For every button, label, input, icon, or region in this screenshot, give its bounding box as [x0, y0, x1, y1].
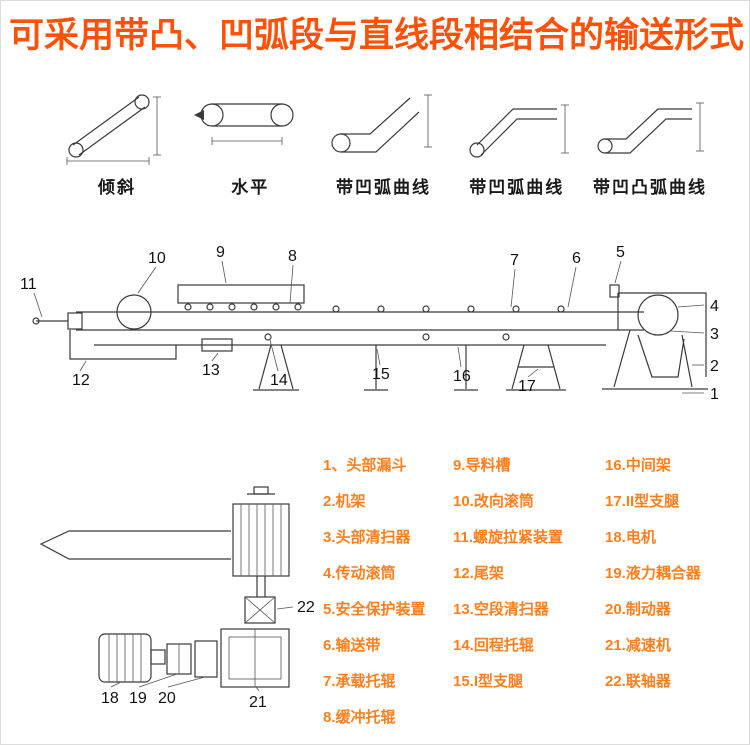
inclined-conveyor-diagram [66, 94, 161, 165]
legend-column-3: 16.中间架 17.II型支腿 18.电机 19.液力耦合器 20.制动器 21… [605, 448, 735, 736]
belt-lines [39, 530, 231, 560]
callout-10: 10 [148, 250, 166, 267]
config-concave-arc-1: 带凹弧曲线 [323, 83, 445, 198]
callout-12: 12 [72, 372, 90, 389]
parts-legend: 1、头部漏斗 2.机架 3.头部清扫器 4.传动滚筒 5.安全保护装置 6.输送… [323, 448, 735, 736]
motor-shaft [150, 649, 166, 665]
head-section [602, 284, 708, 390]
callout-leaders [33, 260, 705, 394]
config-concave-convex-arc: 带凹凸弧曲线 [589, 83, 711, 198]
page-title: 可采用带凸、凹弧段与直线段相结合的输送形式 [9, 16, 745, 55]
safety-device [609, 284, 620, 298]
legend-item-6: 6.输送带 [323, 637, 381, 654]
drive-unit-diagram: 18 19 20 21 22 [21, 479, 331, 729]
callout-15: 15 [372, 366, 390, 383]
concave-arc-diagram-2 [469, 104, 569, 158]
head-pulley [232, 486, 290, 597]
callout-7: 7 [510, 252, 519, 269]
legend-item-18: 18.电机 [605, 529, 656, 546]
legend-item-3: 3.头部清扫器 [323, 529, 411, 546]
callout-11: 11 [20, 276, 37, 293]
screw-take-up [32, 317, 40, 325]
legend-item-13: 13.空段清扫器 [453, 601, 549, 618]
legend-item-5: 5.安全保护装置 [323, 601, 426, 618]
config-inclined: 倾斜 [56, 83, 178, 198]
legend-item-22: 22.联轴器 [605, 673, 671, 690]
legend-column-1: 1、头部漏斗 2.机架 3.头部清扫器 4.传动滚筒 5.安全保护装置 6.输送… [323, 448, 453, 736]
bend-pulley [116, 294, 152, 330]
legend-item-20: 20.制动器 [605, 601, 671, 618]
motor-assembly [98, 628, 290, 688]
legend-item-9: 9.导料槽 [453, 457, 511, 474]
concave-convex-arc-diagram [597, 102, 704, 154]
conveyor-belt [76, 311, 644, 346]
legend-item-17: 17.II型支腿 [605, 493, 680, 510]
legend-item-11: 11.螺旋拉紧装置 [453, 529, 564, 546]
callout-9: 9 [216, 244, 225, 261]
loading-chute [177, 284, 305, 311]
legend-item-21: 21.减速机 [605, 637, 671, 654]
callout-13: 13 [202, 362, 220, 379]
legend-item-7: 7.承载托辊 [323, 673, 396, 690]
legend-item-16: 16.中间架 [605, 457, 671, 474]
support-legs [253, 344, 566, 391]
legend-column-2: 9.导料槽 10.改向滚筒 11.螺旋拉紧装置 12.尾架 13.空段清扫器 1… [453, 448, 605, 736]
callout-19: 19 [129, 690, 147, 707]
callout-21: 21 [249, 694, 267, 711]
legend-item-4: 4.传动滚筒 [323, 565, 396, 582]
legend-item-15: 15.I型支腿 [453, 673, 524, 690]
main-conveyor-svg: 10 9 8 7 6 5 11 12 13 14 15 16 17 4 3 2 … [20, 244, 719, 403]
legend-item-19: 19.液力耦合器 [605, 565, 701, 582]
callout-6: 6 [572, 250, 581, 267]
drive-pulley [637, 294, 679, 336]
callout-labels: 10 9 8 7 6 5 11 12 13 14 15 16 17 4 3 2 … [20, 244, 719, 403]
drive-callout-labels: 18 19 20 21 22 [101, 599, 315, 711]
tail-frame [69, 330, 177, 360]
horizontal-conveyor-diagram [194, 103, 294, 145]
callout-3: 3 [710, 326, 719, 343]
legend-item-10: 10.改向滚筒 [453, 493, 534, 510]
drive-unit-svg: 18 19 20 21 22 [39, 486, 315, 711]
callout-18: 18 [101, 690, 119, 707]
drive-callout-leaders [110, 606, 294, 692]
head-funnel [637, 334, 685, 378]
callout-4: 4 [710, 298, 719, 315]
callout-20: 20 [158, 690, 176, 707]
callout-16: 16 [453, 368, 471, 385]
callout-17: 17 [518, 378, 536, 395]
tail-section [32, 294, 177, 360]
empty-section-cleaner [201, 338, 233, 352]
config-label-concave-arc-2: 带凹弧曲线 [469, 178, 565, 197]
brake [194, 640, 218, 678]
callout-5: 5 [616, 244, 625, 261]
callout-8: 8 [288, 248, 297, 265]
config-label-inclined: 倾斜 [98, 178, 136, 197]
config-label-concave-convex-arc: 带凹凸弧曲线 [593, 178, 707, 197]
main-conveyor-diagram: 10 9 8 7 6 5 11 12 13 14 15 16 17 4 3 2 … [6, 227, 746, 445]
callout-2: 2 [710, 358, 719, 375]
config-label-horizontal: 水平 [231, 178, 270, 197]
legend-item-1: 1、头部漏斗 [323, 457, 407, 474]
legend-item-2: 2.机架 [323, 493, 366, 510]
config-horizontal: 水平 [189, 83, 311, 198]
config-label-concave-arc-1: 带凹弧曲线 [336, 178, 431, 197]
concave-arc-diagram-1 [330, 94, 432, 153]
callout-22: 22 [297, 599, 315, 616]
callout-14: 14 [270, 372, 288, 389]
legend-item-12: 12.尾架 [453, 565, 504, 582]
coupling [244, 596, 276, 624]
legend-item-8: 8.缓冲托辊 [323, 709, 396, 726]
config-concave-arc-2: 带凹弧曲线 [456, 83, 578, 198]
callout-1: 1 [710, 386, 719, 403]
conveyor-configurations: 倾斜 水平 带凹弧曲线 [56, 83, 711, 198]
idlers [264, 305, 565, 341]
legend-item-14: 14.回程托辊 [453, 637, 534, 654]
